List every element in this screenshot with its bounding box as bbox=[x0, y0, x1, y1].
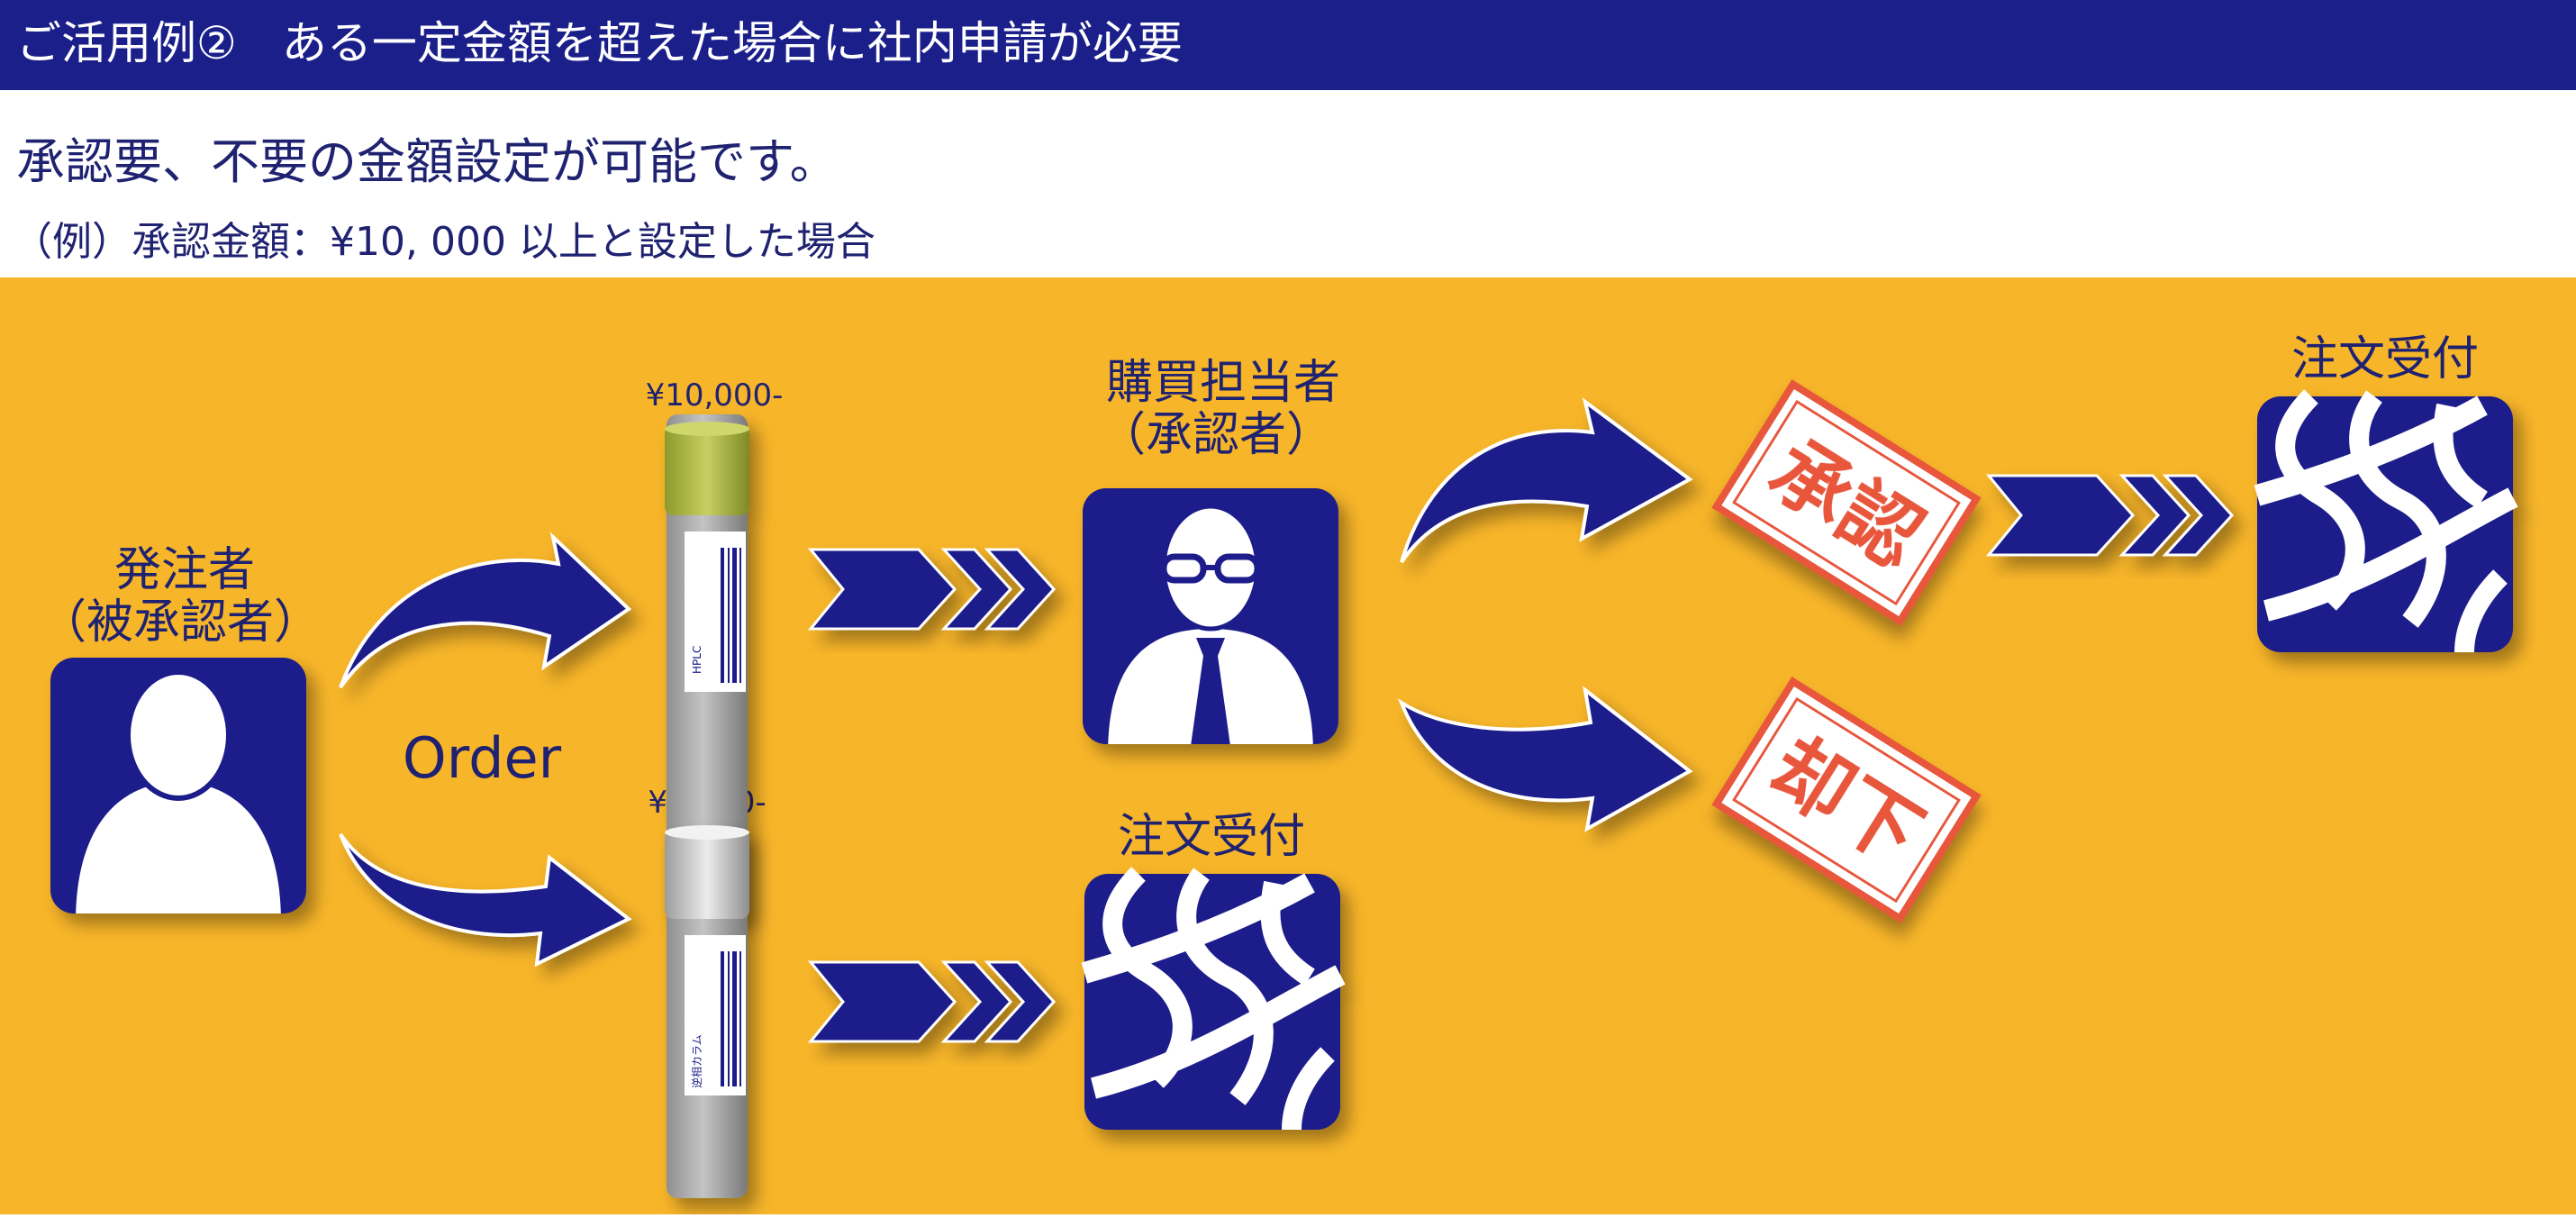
diagram-panel: 発注者 （被承認者） Order ¥10,000- ¥3,000- HPLC bbox=[0, 277, 2576, 1214]
order-arrow-up-icon bbox=[339, 532, 632, 689]
vial-low-text: 逆相カラム bbox=[690, 1034, 703, 1088]
approve-arrow-icon bbox=[1400, 397, 1693, 564]
requester-role: （被承認者） bbox=[40, 595, 321, 650]
header-bar: ご活用例② ある一定金額を超えた場合に社内申請が必要 bbox=[0, 0, 2576, 90]
reject-stamp: 却下 bbox=[1711, 677, 1982, 923]
workflow-diagram: 発注者 （被承認者） Order ¥10,000- ¥3,000- HPLC bbox=[0, 277, 2576, 1214]
dna-tile-bottom-icon bbox=[1084, 874, 1340, 1130]
vial-high-text: HPLC bbox=[691, 646, 703, 674]
column-vial-low-icon: 逆相カラム bbox=[665, 825, 749, 1198]
column-vial-high-icon: HPLC bbox=[665, 414, 749, 921]
page-title: ご活用例② ある一定金額を超えた場合に社内申請が必要 bbox=[16, 17, 1183, 69]
subtitle: 承認要、不要の金額設定が可能です。 bbox=[16, 133, 839, 190]
order-label: Order bbox=[403, 725, 562, 791]
price-high-label: ¥10,000- bbox=[646, 377, 784, 414]
buyer-role: （承認者） bbox=[1099, 408, 1333, 462]
order-received-bottom-label: 注文受付 bbox=[1118, 810, 1305, 864]
requester-title: 発注者 bbox=[114, 543, 255, 597]
reject-arrow-icon bbox=[1397, 686, 1693, 832]
buyer-title: 購買担当者 bbox=[1106, 356, 1340, 410]
dna-tile-top-icon bbox=[2257, 396, 2513, 652]
order-received-top-label: 注文受付 bbox=[2291, 332, 2479, 386]
order-arrow-down-icon bbox=[339, 832, 632, 968]
requester-icon bbox=[50, 658, 306, 914]
example-condition: （例）承認金額：¥10, 000 以上と設定した場合 bbox=[13, 219, 875, 265]
approver-icon bbox=[1083, 488, 1338, 744]
